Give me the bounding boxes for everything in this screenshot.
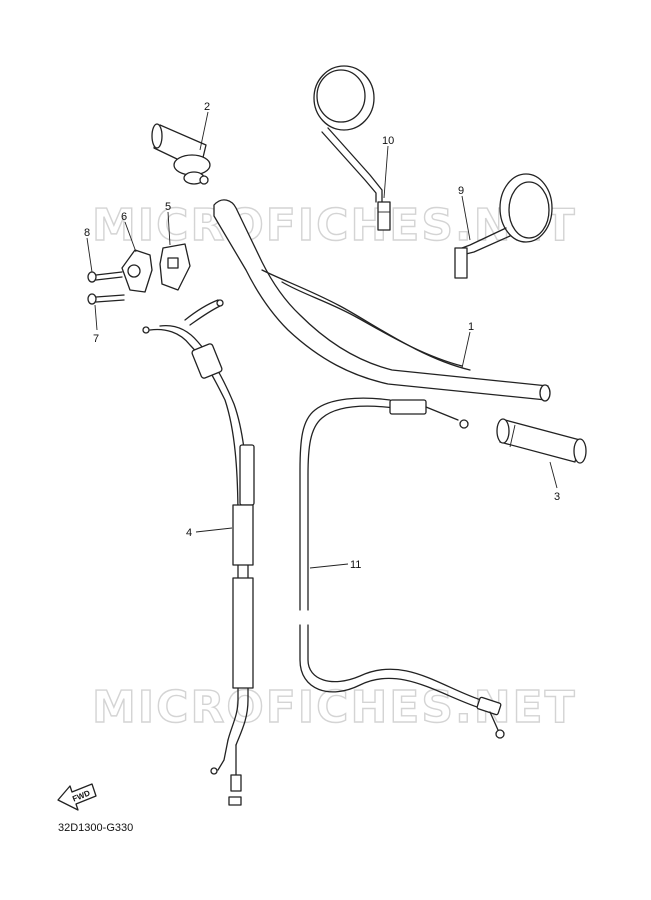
callout-7: 7	[93, 333, 99, 345]
callout-9: 9	[458, 185, 464, 197]
left-grip	[496, 418, 587, 464]
callout-6: 6	[121, 211, 127, 223]
switch-housing-lower	[121, 249, 153, 293]
screw-lower	[87, 293, 125, 305]
throttle-grip	[151, 123, 211, 185]
screw-upper	[87, 271, 123, 283]
callout-2: 2	[204, 101, 210, 113]
callout-10: 10	[382, 135, 394, 147]
callout-11: 11	[350, 559, 361, 571]
mirror-right	[313, 65, 391, 231]
callout-8: 8	[84, 227, 90, 239]
mirror-left	[454, 173, 553, 279]
callout-4: 4	[186, 527, 192, 539]
clutch-cable	[299, 397, 505, 739]
callout-5: 5	[165, 201, 171, 213]
handlebar	[213, 199, 551, 402]
switch-housing-upper	[159, 243, 191, 291]
watermark-bottom: MICROFICHES.NET	[92, 682, 577, 733]
callout-1: 1	[468, 321, 474, 333]
callout-3: 3	[554, 491, 560, 503]
callout-labels: 2 1 3 4 5 6 7 8 9 10 11	[84, 101, 560, 571]
throttle-cable	[142, 299, 255, 806]
leader-lines	[86, 111, 558, 569]
forward-arrow-icon: FWD	[57, 783, 97, 811]
drawing-code: 32D1300-G330	[58, 822, 133, 834]
